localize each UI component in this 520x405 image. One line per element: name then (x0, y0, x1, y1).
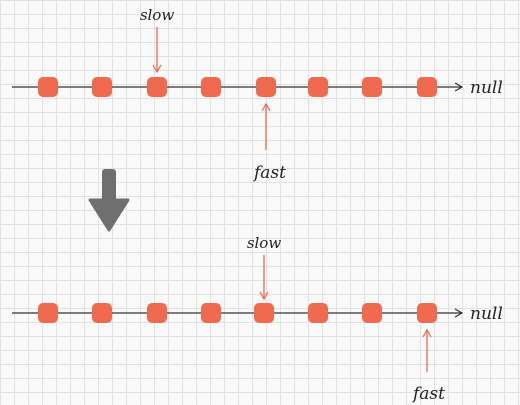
top-list-node (308, 77, 328, 97)
bottom-list-node (308, 303, 328, 323)
bottom-list-node (147, 303, 167, 323)
top-list-node (201, 77, 221, 97)
bottom-list-node (417, 303, 437, 323)
bottom-list-node (38, 303, 58, 323)
top-list-node (147, 77, 167, 97)
top-list-node (417, 77, 437, 97)
top-fast-label: fast (252, 163, 286, 183)
top-list-node (256, 77, 276, 97)
top-null-label: null (470, 78, 503, 98)
bottom-null-label: null (470, 304, 503, 324)
bottom-slow-label: slow (247, 234, 282, 252)
top-list-node (38, 77, 58, 97)
bottom-list-node (92, 303, 112, 323)
arrow-down-icon (88, 169, 130, 232)
bottom-list: null slow fast (12, 234, 503, 404)
top-slow-label: slow (140, 6, 175, 24)
top-list-node (92, 77, 112, 97)
bottom-list-node (254, 303, 274, 323)
bottom-list-node (201, 303, 221, 323)
bottom-list-nodes (38, 303, 437, 323)
bottom-list-node (362, 303, 382, 323)
bottom-fast-label: fast (411, 384, 445, 404)
top-list: null slow fast (12, 6, 503, 183)
top-list-nodes (38, 77, 437, 97)
top-list-node (362, 77, 382, 97)
